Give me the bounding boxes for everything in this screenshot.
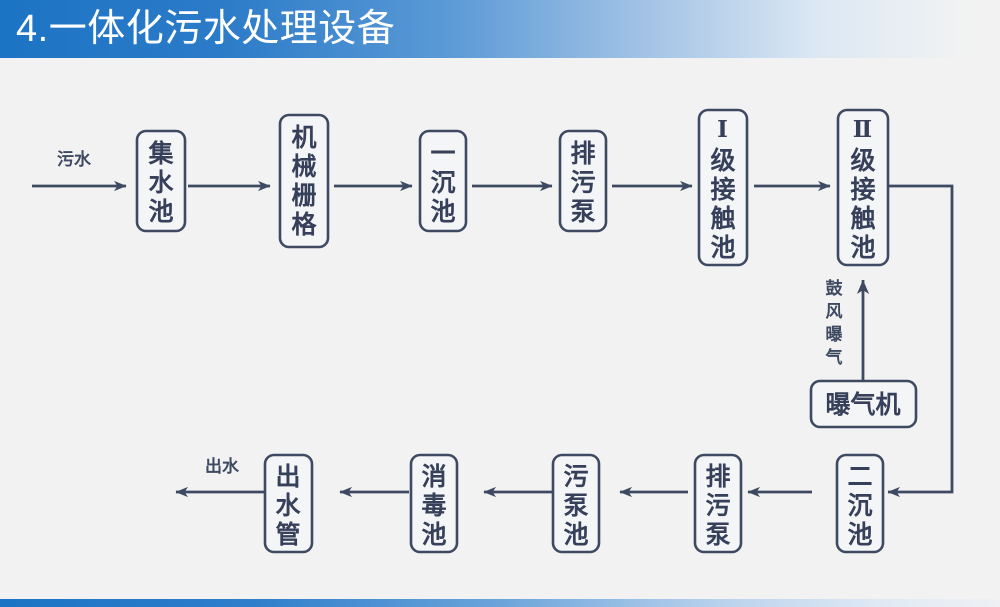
node-jixieshange-label-c0: 机 <box>291 124 316 152</box>
node-xiaoduchi-label-c2: 池 <box>421 521 446 549</box>
node-jishuichi-label-c1: 水 <box>148 169 174 197</box>
node-xiaoduchi-box[interactable] <box>409 453 459 554</box>
node-chushuiguan-label-c0: 出 <box>275 463 300 491</box>
node-jishuichi-label-c0: 集 <box>147 139 174 168</box>
node-wubengchi-box[interactable] <box>551 453 601 554</box>
caption-outlet: 出水 <box>205 456 240 476</box>
node-jiechuchi1[interactable]: Ⅰ 级 接 触 池 <box>697 108 749 267</box>
node-xiaoduchi[interactable]: 消 毒 池 <box>409 453 459 554</box>
node-paiwubeng1-label-c2: 泵 <box>570 198 595 226</box>
node-jiechuchi1-box[interactable] <box>697 108 749 267</box>
caption-aeration-c3: 气 <box>825 347 843 367</box>
node-xiaoduchi-label-c0: 消 <box>421 463 446 491</box>
node-erchenchi-box[interactable] <box>835 453 885 554</box>
edge-jiechuchi2-to-erchenchi <box>887 184 954 498</box>
node-jiechuchi1-prefix: Ⅰ <box>717 117 729 142</box>
footer-bar <box>0 599 1000 607</box>
node-puqiji-box[interactable] <box>809 379 918 429</box>
node-jixieshange-label-c1: 械 <box>291 153 316 181</box>
node-puqiji-label: 曝气机 <box>825 390 900 419</box>
node-yichenchi-label-c2: 池 <box>430 198 455 226</box>
node-jixieshange-box[interactable] <box>278 113 330 249</box>
node-jixieshange-label-c3: 格 <box>291 210 317 239</box>
node-paiwubeng1[interactable]: 排 污 泵 <box>558 129 608 233</box>
node-erchenchi-label-c2: 池 <box>847 521 872 549</box>
node-wubengchi-label-c0: 污 <box>563 463 588 491</box>
node-jiechuchi2-label-c2: 触 <box>850 205 875 233</box>
node-jiechuchi1-label-c1: 接 <box>710 176 735 204</box>
flowchart-svg: 污水 集 水 池 机 械 栅 格 <box>32 108 954 554</box>
node-wubengchi-label-c1: 泵 <box>563 492 588 520</box>
node-yichenchi-box[interactable] <box>418 129 468 233</box>
node-paiwubeng2[interactable]: 排 污 泵 <box>693 453 743 554</box>
node-jiechuchi2-label-c3: 池 <box>850 234 875 262</box>
header-bar: 4.一体化污水处理设备 <box>0 0 1000 58</box>
node-chushuiguan-label-c1: 水 <box>275 492 301 520</box>
node-paiwubeng2-label-c1: 污 <box>705 492 730 520</box>
node-jishuichi-box[interactable] <box>135 129 187 233</box>
node-jiechuchi2-label-c0: 级 <box>850 146 875 175</box>
node-jiechuchi1-label-c3: 池 <box>710 234 735 262</box>
caption-aeration-c2: 曝 <box>826 325 843 344</box>
caption-aeration-c1: 风 <box>826 302 843 321</box>
node-paiwubeng1-box[interactable] <box>558 129 608 233</box>
node-chushuiguan-box[interactable] <box>263 453 314 554</box>
node-jishuichi[interactable]: 集 水 池 <box>135 129 187 233</box>
node-jiechuchi2-label-c1: 接 <box>850 176 875 204</box>
node-chushuiguan-label-c2: 管 <box>275 520 300 549</box>
node-yichenchi-label-c1: 沉 <box>430 169 455 197</box>
node-erchenchi-label-c1: 沉 <box>847 492 872 520</box>
node-jixieshange[interactable]: 机 械 栅 格 <box>278 113 330 249</box>
node-puqiji[interactable]: 曝气机 <box>809 379 918 429</box>
node-jiechuchi2-prefix: Ⅱ <box>853 117 873 142</box>
node-jishuichi-label-c2: 池 <box>148 198 173 226</box>
node-wubengchi[interactable]: 污 泵 池 <box>551 453 601 554</box>
caption-inlet: 污水 <box>57 149 92 169</box>
node-erchenchi-label-c0: 二 <box>847 463 872 491</box>
node-wubengchi-label-c2: 池 <box>563 521 588 549</box>
node-erchenchi[interactable]: 二 沉 池 <box>835 453 885 554</box>
node-xiaoduchi-label-c1: 毒 <box>421 492 446 520</box>
node-paiwubeng2-box[interactable] <box>693 453 743 554</box>
node-yichenchi[interactable]: 一 沉 池 <box>418 129 468 233</box>
node-paiwubeng1-label-c1: 污 <box>570 169 595 197</box>
node-yichenchi-label-c0: 一 <box>430 140 455 168</box>
node-jiechuchi2[interactable]: Ⅱ 级 接 触 池 <box>836 108 890 267</box>
node-paiwubeng2-label-c2: 泵 <box>705 521 730 549</box>
node-jiechuchi2-box[interactable] <box>836 108 890 267</box>
page-title: 4.一体化污水处理设备 <box>16 8 396 50</box>
node-jiechuchi1-label-c0: 级 <box>710 146 735 175</box>
node-paiwubeng1-label-c0: 排 <box>570 140 595 168</box>
node-jixieshange-label-c2: 栅 <box>291 182 316 210</box>
node-chushuiguan[interactable]: 出 水 管 <box>263 453 314 554</box>
node-paiwubeng2-label-c0: 排 <box>705 463 730 491</box>
caption-aeration-c0: 鼓 <box>826 278 844 298</box>
flowchart-canvas: 污水 集 水 池 机 械 栅 格 <box>0 58 1000 599</box>
node-jiechuchi1-label-c2: 触 <box>710 205 735 233</box>
